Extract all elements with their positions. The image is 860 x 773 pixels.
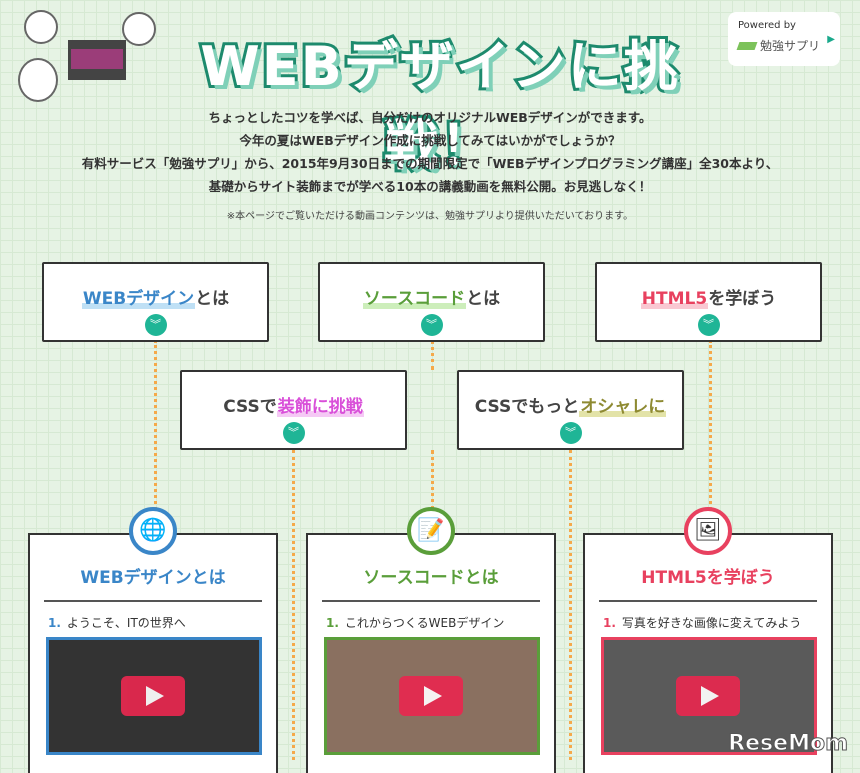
play-icon[interactable] xyxy=(121,676,185,716)
nav-label: HTML5を学ぼう xyxy=(640,289,777,309)
lesson-title[interactable]: 1.これからつくるWEBデザイン xyxy=(326,616,505,630)
nav-box-4[interactable]: CSSでもっとオシャレに ︾ xyxy=(457,370,684,450)
intro-text: ちょっとしたコツを学べば、自分だけのオリジナルWEBデザインができます。今年の夏… xyxy=(81,110,779,194)
page-title: WEBデザインに挑戦！ xyxy=(197,32,681,180)
card-title: ソースコードとは xyxy=(363,568,499,588)
double-chevron-down-icon: ︾ xyxy=(144,314,167,336)
lesson-title[interactable]: 1.ようこそ、ITの世界へ xyxy=(48,616,186,630)
double-chevron-down-icon: ︾ xyxy=(697,314,720,336)
divider xyxy=(599,600,817,602)
nav-label: CSSで装飾に挑戦 xyxy=(223,397,364,417)
double-chevron-down-icon: ︾ xyxy=(420,314,443,336)
palette-bubble-icon xyxy=(122,12,156,46)
brand-logo: 勉強サプリ xyxy=(736,37,830,54)
course-card: HTML5を学ぼう 1.写真を好きな画像に変えてみよう xyxy=(583,533,833,773)
connector xyxy=(709,340,712,510)
divider xyxy=(322,600,540,602)
divider xyxy=(44,600,262,602)
course-card: WEBデザインとは 1.ようこそ、ITの世界へ xyxy=(28,533,278,773)
layout-bubble-icon xyxy=(18,58,58,102)
arrow-right-icon: ▶ xyxy=(827,34,835,45)
connector xyxy=(431,450,434,510)
card-title: HTML5を学ぼう xyxy=(641,568,775,588)
monitor-icon xyxy=(68,40,126,80)
nav-box-2[interactable]: HTML5を学ぼう ︾ xyxy=(595,262,822,342)
nav-box-1[interactable]: ソースコードとは ︾ xyxy=(318,262,545,342)
connector xyxy=(569,450,572,760)
nav-label: WEBデザインとは xyxy=(81,289,230,309)
video-thumbnail[interactable] xyxy=(601,637,817,755)
powered-by-link[interactable]: Powered by 勉強サプリ ▶ xyxy=(728,12,840,66)
video-thumbnail[interactable] xyxy=(324,637,540,755)
nav-label: ソースコードとは xyxy=(362,289,501,309)
picture-icon: 🖼 xyxy=(684,507,732,555)
card-title: WEBデザインとは xyxy=(80,568,226,588)
globe-icon: 🌐 xyxy=(129,507,177,555)
powered-by-label: Powered by xyxy=(738,20,796,31)
video-thumbnail[interactable] xyxy=(46,637,262,755)
note-text: ※本ページでご覧いただける動画コンテンツは、勉強サプリより提供いただいております… xyxy=(226,211,634,222)
connector xyxy=(431,340,434,370)
nav-box-3[interactable]: CSSで装飾に挑戦 ︾ xyxy=(180,370,407,450)
lesson-title[interactable]: 1.写真を好きな画像に変えてみよう xyxy=(603,616,802,630)
nav-box-0[interactable]: WEBデザインとは ︾ xyxy=(42,262,269,342)
double-chevron-down-icon: ︾ xyxy=(559,422,582,444)
nav-label: CSSでもっとオシャレに xyxy=(474,397,667,417)
connector xyxy=(292,450,295,760)
terminal-bubble-icon xyxy=(24,10,58,44)
watermark: ReseMom xyxy=(728,731,849,757)
play-icon[interactable] xyxy=(399,676,463,716)
connector xyxy=(154,340,157,510)
document-pencil-icon: 📝 xyxy=(407,507,455,555)
course-card: ソースコードとは 1.これからつくるWEBデザイン xyxy=(306,533,556,773)
double-chevron-down-icon: ︾ xyxy=(282,422,305,444)
play-icon[interactable] xyxy=(676,676,740,716)
